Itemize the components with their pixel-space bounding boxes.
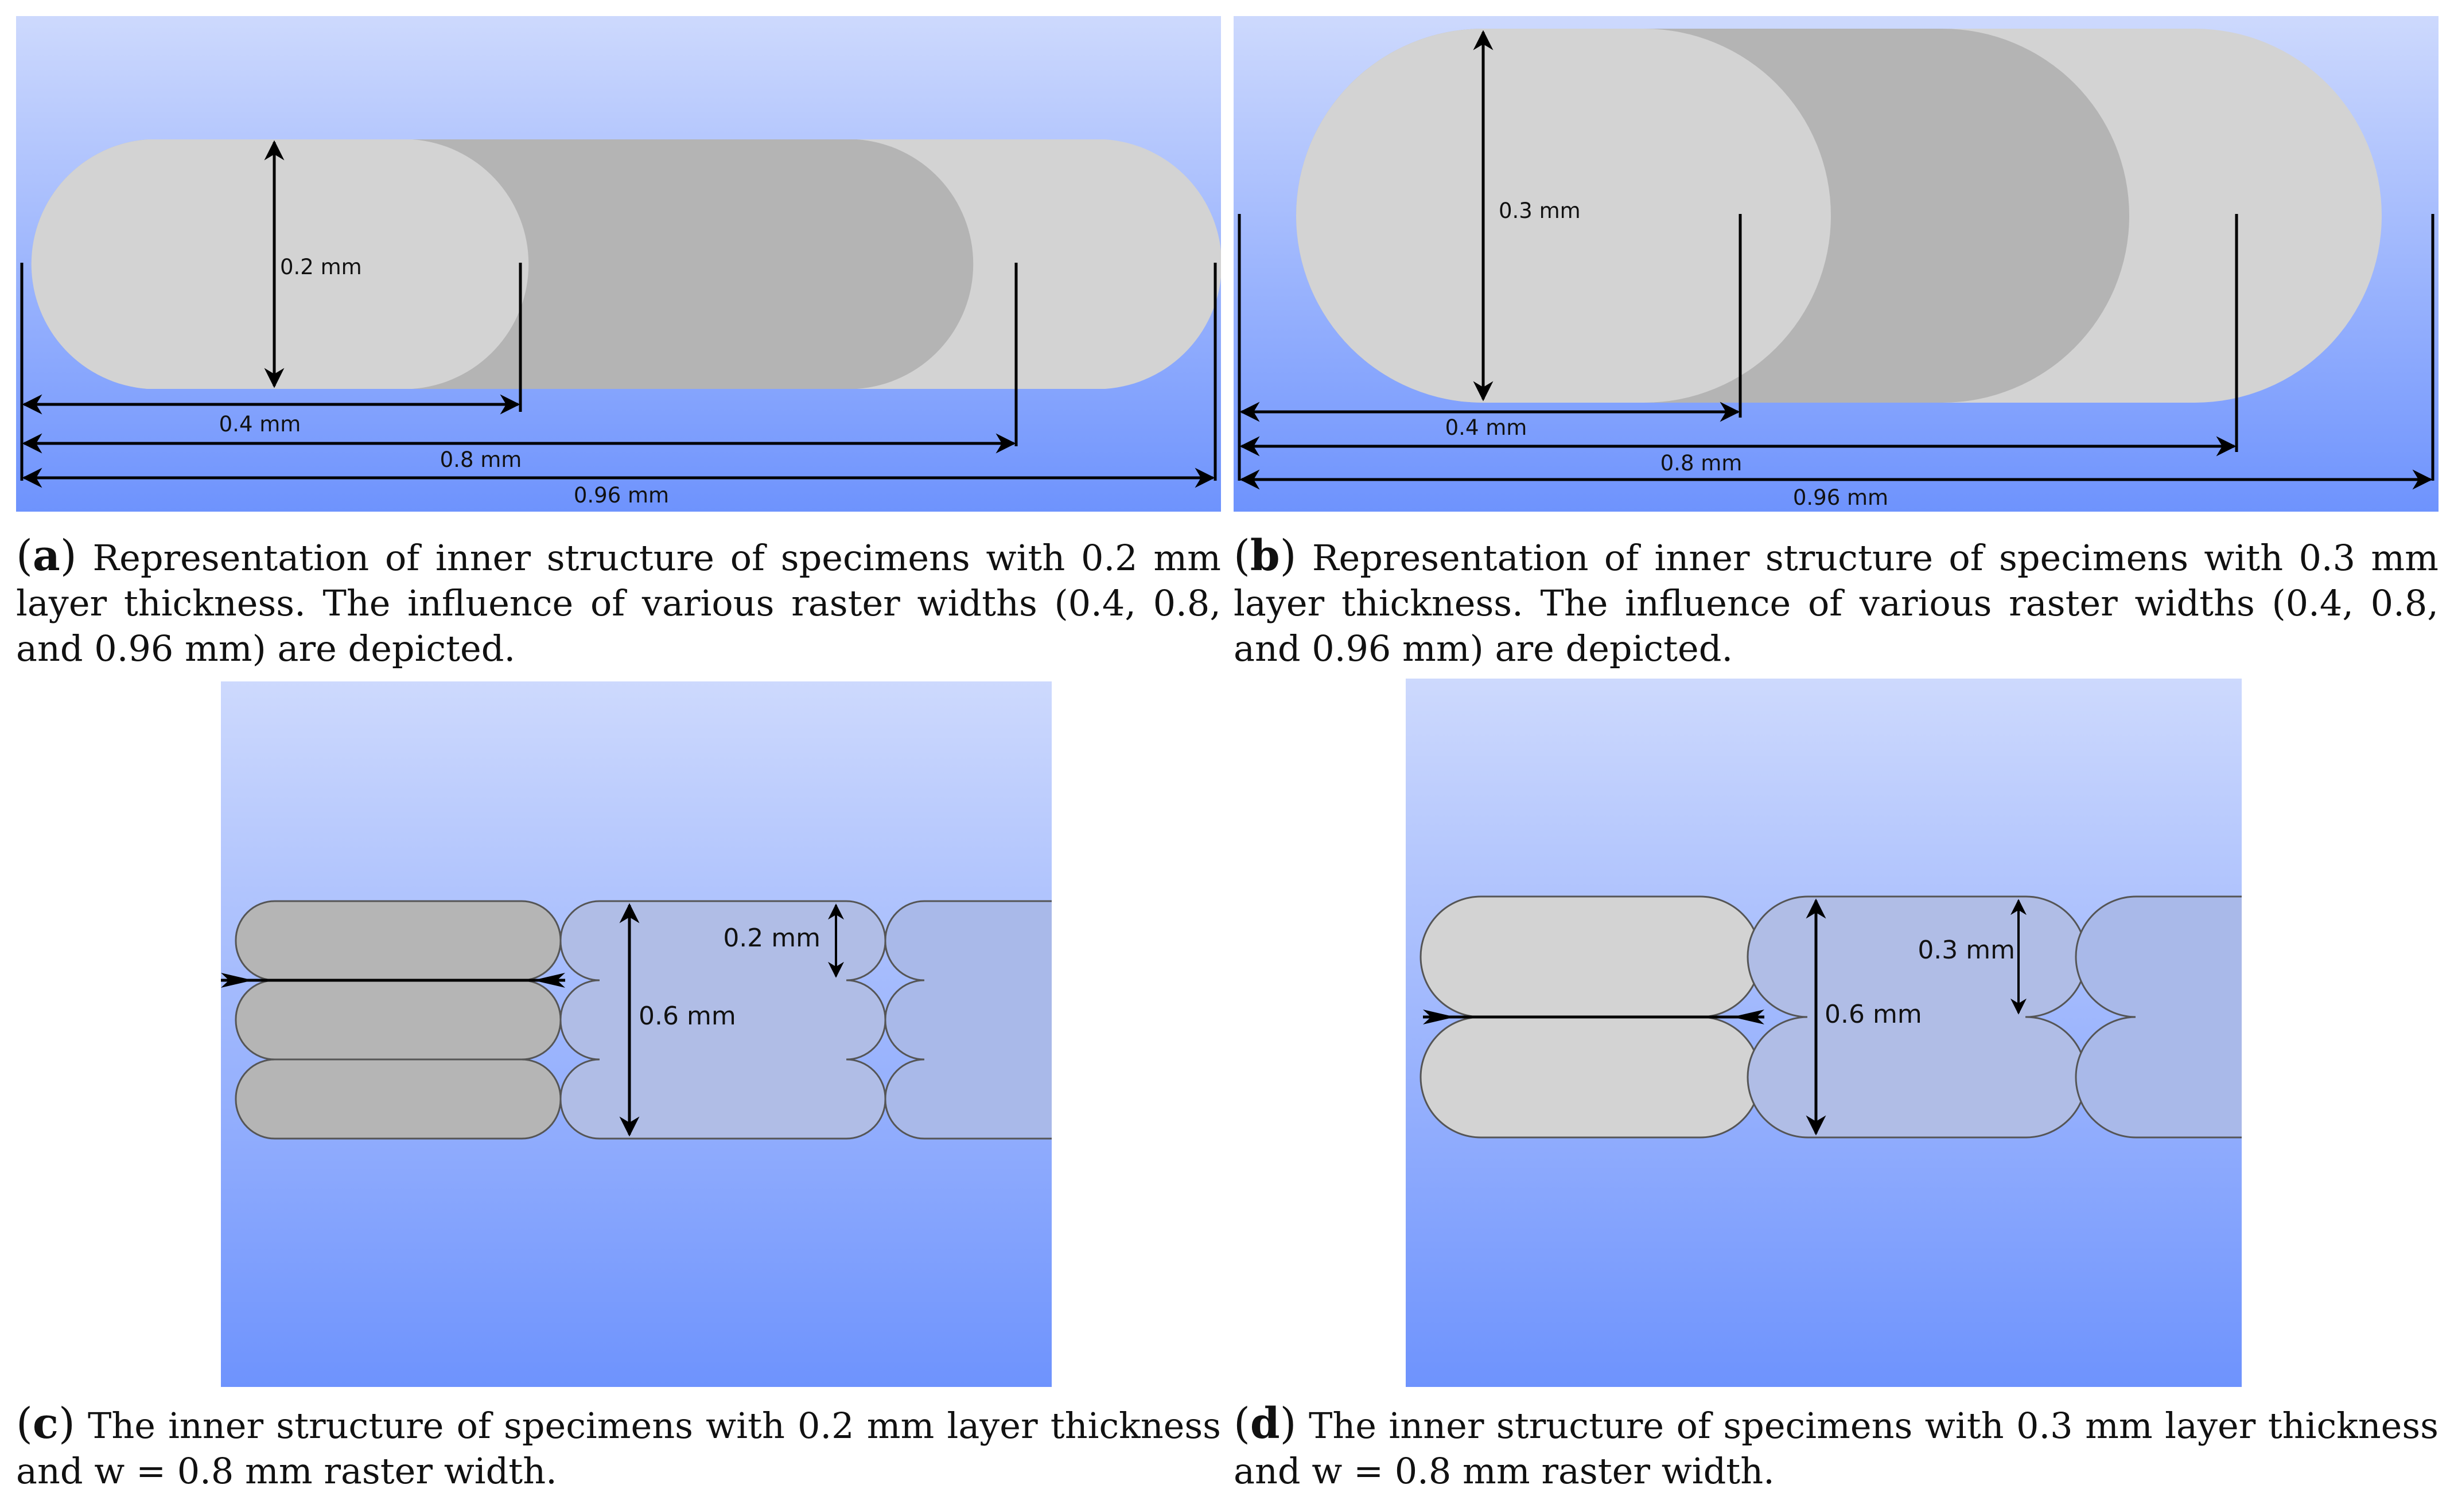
panel-b-diagram: 0.3 mm 0.4 mm 0.8 mm 0.96 mm: [1234, 16, 2439, 512]
road-layer-1: [235, 900, 562, 981]
panel-d-diagram: 0.6 mm 0.3 mm: [1406, 679, 2242, 1387]
road-layer-2: [235, 979, 562, 1061]
road-blue-fill: [600, 902, 846, 1137]
road-blue-fill: [1807, 898, 2025, 1136]
width-label-0.4mm: 0.4 mm: [1445, 415, 1527, 440]
caption-b: (b) Representation of inner structure of…: [1234, 531, 2439, 670]
caption-b-text: Representation of inner structure of spe…: [1234, 537, 2439, 669]
road-layer-1: [1419, 895, 1761, 1018]
caption-c-label: c: [32, 1399, 59, 1448]
road-layer-2: [1419, 1016, 1761, 1139]
arrowhead-right: [1732, 1010, 1764, 1024]
width-label-0.96mm: 0.96 mm: [574, 483, 669, 508]
caption-a-label: a: [32, 531, 60, 580]
caption-d-text: The inner structure of specimens with 0.…: [1234, 1405, 2439, 1492]
arrowhead-left: [221, 973, 253, 988]
caption-c-text: The inner structure of specimens with 0.…: [16, 1405, 1221, 1492]
width-label-0.96mm: 0.96 mm: [1793, 485, 1888, 510]
total-height-label: 0.6 mm: [639, 1001, 736, 1031]
total-height-label: 0.6 mm: [1825, 1000, 1922, 1029]
width-label-0.8mm: 0.8 mm: [1660, 451, 1743, 476]
caption-d: (d) The inner structure of specimens wit…: [1234, 1399, 2439, 1492]
caption-a-text: Representation of inner structure of spe…: [16, 537, 1221, 669]
height-label: 0.3 mm: [1499, 198, 1581, 223]
road-right-fill: [924, 902, 1052, 1137]
caption-d-label: d: [1250, 1399, 1280, 1448]
road-0.4mm: [1296, 29, 1831, 403]
arrowhead-right: [533, 973, 565, 988]
caption-c: (c) The inner structure of specimens wit…: [16, 1399, 1221, 1492]
caption-a: (a) Representation of inner structure of…: [16, 531, 1221, 670]
width-label-0.8mm: 0.8 mm: [440, 447, 522, 472]
road-right-fill: [2136, 898, 2242, 1136]
road-layer-3: [235, 1058, 562, 1140]
panel-c-diagram: 0.6 mm 0.2 mm: [221, 681, 1052, 1387]
layer-height-label: 0.3 mm: [1918, 936, 2015, 965]
layer-height-label: 0.2 mm: [723, 923, 820, 953]
width-label-0.4mm: 0.4 mm: [219, 412, 301, 437]
panel-a-diagram: 0.2 mm 0.4 mm 0.8 mm 0.96 mm: [16, 16, 1221, 512]
arrowhead-left: [1423, 1010, 1455, 1024]
caption-b-label: b: [1250, 531, 1280, 580]
height-label: 0.2 mm: [280, 255, 362, 279]
